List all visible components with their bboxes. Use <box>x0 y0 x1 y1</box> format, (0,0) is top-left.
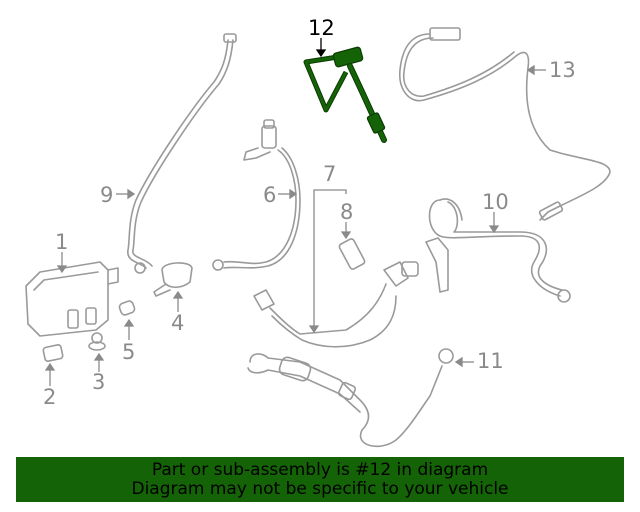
callout-3: 3 <box>92 370 106 394</box>
part-11-pipe[interactable] <box>247 348 454 448</box>
callout-4: 4 <box>171 311 185 335</box>
callout-10: 10 <box>482 190 509 214</box>
callout-7: 7 <box>323 162 337 186</box>
callout-1: 1 <box>55 230 69 254</box>
callout-9: 9 <box>100 183 114 207</box>
callout-13: 13 <box>549 58 576 82</box>
callout-6: 6 <box>263 183 277 207</box>
part-13-oxygen-sensor[interactable] <box>399 27 611 221</box>
banner-line-2: Diagram may not be specific to your vehi… <box>131 479 509 499</box>
callout-12: 12 <box>308 16 335 40</box>
part-10-pipe[interactable] <box>425 198 571 303</box>
part-4-valve[interactable] <box>153 262 193 297</box>
part-8-bracket[interactable] <box>338 238 366 270</box>
part-5-fitting[interactable] <box>118 300 136 316</box>
part-1-canister[interactable] <box>25 261 119 337</box>
part-12-oxygen-sensor-highlighted[interactable] <box>303 46 387 143</box>
callout-11: 11 <box>477 349 504 373</box>
banner-line-1: Part or sub-assembly is #12 in diagram <box>151 460 489 480</box>
part-3-grommet[interactable] <box>88 332 106 351</box>
callout-8: 8 <box>340 200 354 224</box>
part-7-pipe-assembly[interactable] <box>253 261 419 348</box>
part-2-cap[interactable] <box>42 344 64 362</box>
part-9-hose[interactable] <box>127 33 237 274</box>
callout-5: 5 <box>122 340 136 364</box>
part-6-hose[interactable] <box>212 119 301 271</box>
info-banner: Part or sub-assembly is #12 in diagram D… <box>16 457 624 502</box>
callout-2: 2 <box>43 385 57 409</box>
